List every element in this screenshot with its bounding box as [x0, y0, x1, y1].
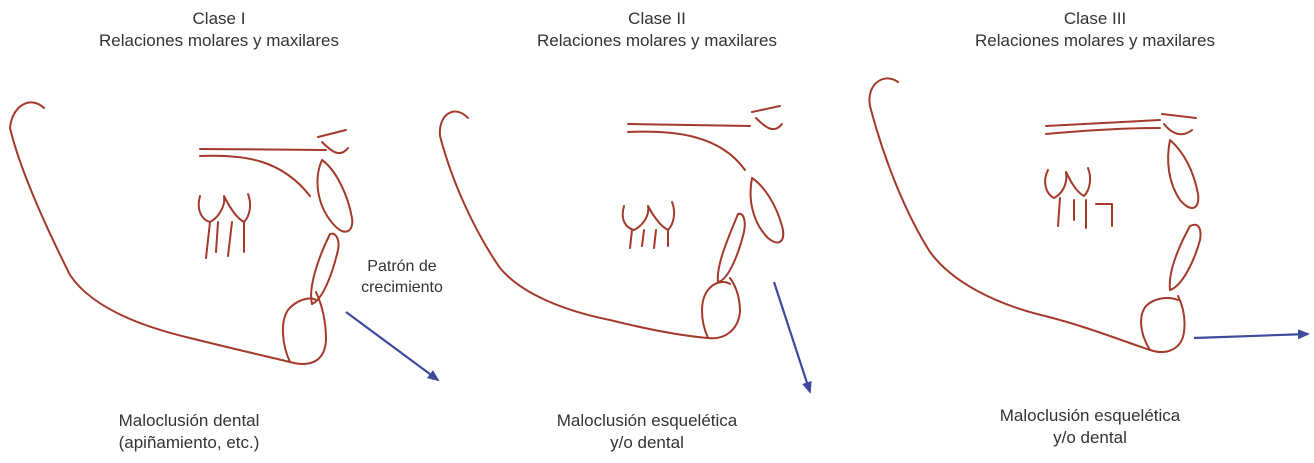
- nasal-outline: [752, 106, 782, 129]
- mandible-outline: [440, 112, 740, 339]
- growth-arrow-1: [346, 312, 438, 380]
- upper-incisor: [1168, 140, 1198, 208]
- growth-arrow-3: [1194, 334, 1308, 338]
- palatal-plane: [628, 124, 750, 170]
- profile-clase-1: [10, 102, 352, 364]
- symphysis-outline: [1141, 298, 1178, 350]
- upper-incisor: [318, 160, 353, 232]
- palatal-plane: [200, 149, 326, 196]
- mandible-outline: [10, 102, 326, 364]
- lower-incisor: [1170, 225, 1201, 290]
- palatal-plane: [1046, 120, 1160, 134]
- lower-incisor: [718, 214, 745, 282]
- growth-arrow-2: [774, 282, 810, 392]
- mandible-outline: [869, 78, 1184, 352]
- molar-lower: [630, 230, 668, 248]
- nasal-outline: [1162, 114, 1196, 134]
- molar-lower: [206, 222, 244, 258]
- molar-upper: [623, 202, 674, 230]
- lower-incisor: [311, 234, 338, 304]
- upper-incisor: [751, 178, 784, 242]
- molar-upper: [1045, 168, 1090, 198]
- symphysis-outline: [283, 298, 316, 362]
- profile-clase-2: [440, 106, 783, 338]
- molar-lower: [1058, 198, 1112, 228]
- molar-upper: [199, 194, 250, 222]
- profile-clase-3: [869, 78, 1200, 352]
- symphysis-outline: [702, 282, 730, 338]
